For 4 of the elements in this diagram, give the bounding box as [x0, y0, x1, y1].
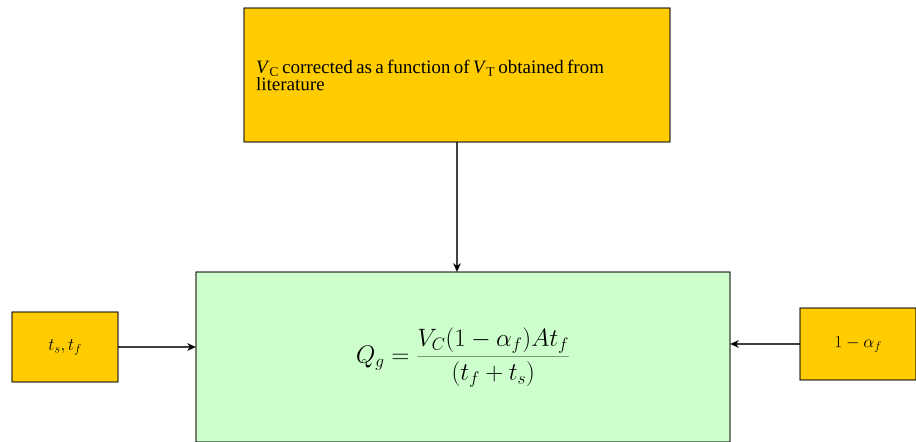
- note-box: V$_{C}$ corrected as a function of V$_{T}$ obtained from literature: [244, 8, 670, 142]
- equation-box: $Q_g=\frac{V_C(1-\alpha_f)At_f}{(t_f+t_s)}$: [196, 272, 730, 442]
- input-box: $1-\alpha_f$: [800, 308, 916, 380]
- input-box: $t_s,t_f$: [12, 312, 118, 382]
